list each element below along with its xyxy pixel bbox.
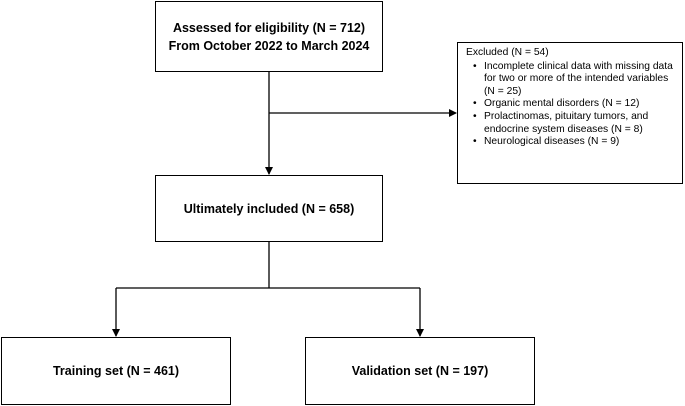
- assessed-line1: Assessed for eligibility (N = 712): [172, 20, 366, 35]
- assessed-line2: From October 2022 to March 2024: [168, 38, 370, 53]
- training-set-box: Training set (N = 461): [1, 337, 231, 405]
- validation-set-label: Validation set (N = 197): [351, 364, 489, 378]
- excluded-item-organic-mental: Organic mental disorders (N = 12): [473, 98, 676, 111]
- included-label: Ultimately included (N = 658): [183, 201, 355, 216]
- assessed-box: Assessed for eligibility (N = 712) From …: [155, 1, 383, 72]
- included-box: Ultimately included (N = 658): [155, 175, 383, 242]
- excluded-list: Incomplete clinical data with missing da…: [466, 61, 676, 149]
- excluded-box: Excluded (N = 54) Incomplete clinical da…: [457, 42, 683, 184]
- excluded-item-incomplete-data: Incomplete clinical data with missing da…: [473, 61, 676, 99]
- validation-set-box: Validation set (N = 197): [305, 337, 535, 405]
- excluded-title: Excluded (N = 54): [466, 47, 549, 58]
- excluded-item-endocrine: Prolactinomas, pituitary tumors, and end…: [473, 111, 676, 136]
- excluded-item-neurological: Neurological diseases (N = 9): [473, 136, 676, 149]
- training-set-label: Training set (N = 461): [52, 364, 180, 378]
